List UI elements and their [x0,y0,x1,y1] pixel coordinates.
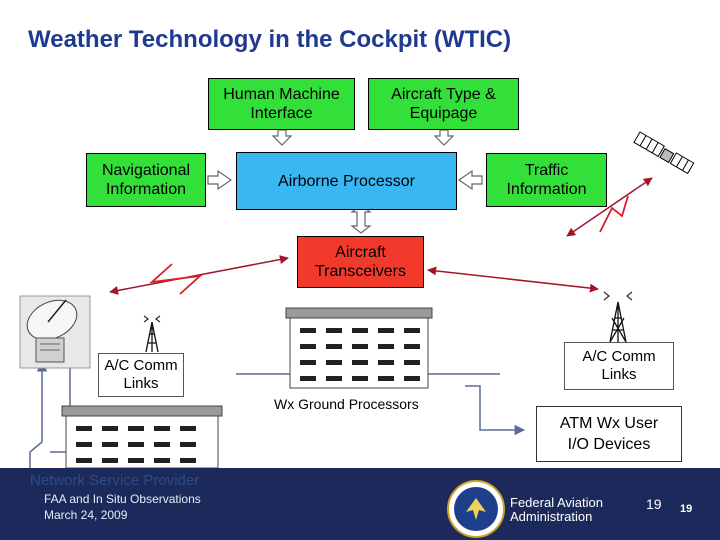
footer-subtitle: FAA and In Situ Observations [44,492,201,506]
footer-bar [0,468,720,540]
slide-title: Weather Technology in the Cockpit (WTIC) [28,26,512,53]
hmi-to-processor-arrow [271,129,293,146]
airborne-processor-box: Airborne Processor [236,152,457,210]
network-provider-building-icon [61,405,223,469]
radar-dish-image [19,295,91,369]
wx-ground-building-icon [285,307,433,389]
lightning-icons [149,195,629,295]
equipage-to-processor-arrow [433,129,455,146]
nav-to-processor-arrow [207,169,233,191]
page-number-secondary: 19 [680,503,693,515]
footer-agency-name: Federal Aviation Administration [510,495,603,524]
radio-tower-icon [143,315,161,353]
radio-tower-icon [603,291,633,343]
footer-date: March 24, 2009 [44,508,128,522]
aircraft-type-box: Aircraft Type &Equipage [368,78,519,130]
satellite-icon [633,131,695,175]
lightning-icon [149,263,203,295]
footer-provider-text: Network Service Provider [30,472,200,489]
lightning-icon [599,195,629,233]
datalink-arrows [109,177,653,295]
traffic-to-processor-arrow [457,169,483,191]
wx-ground-processors-label: Wx Ground Processors [274,396,419,412]
page-number: 19 [646,496,662,512]
